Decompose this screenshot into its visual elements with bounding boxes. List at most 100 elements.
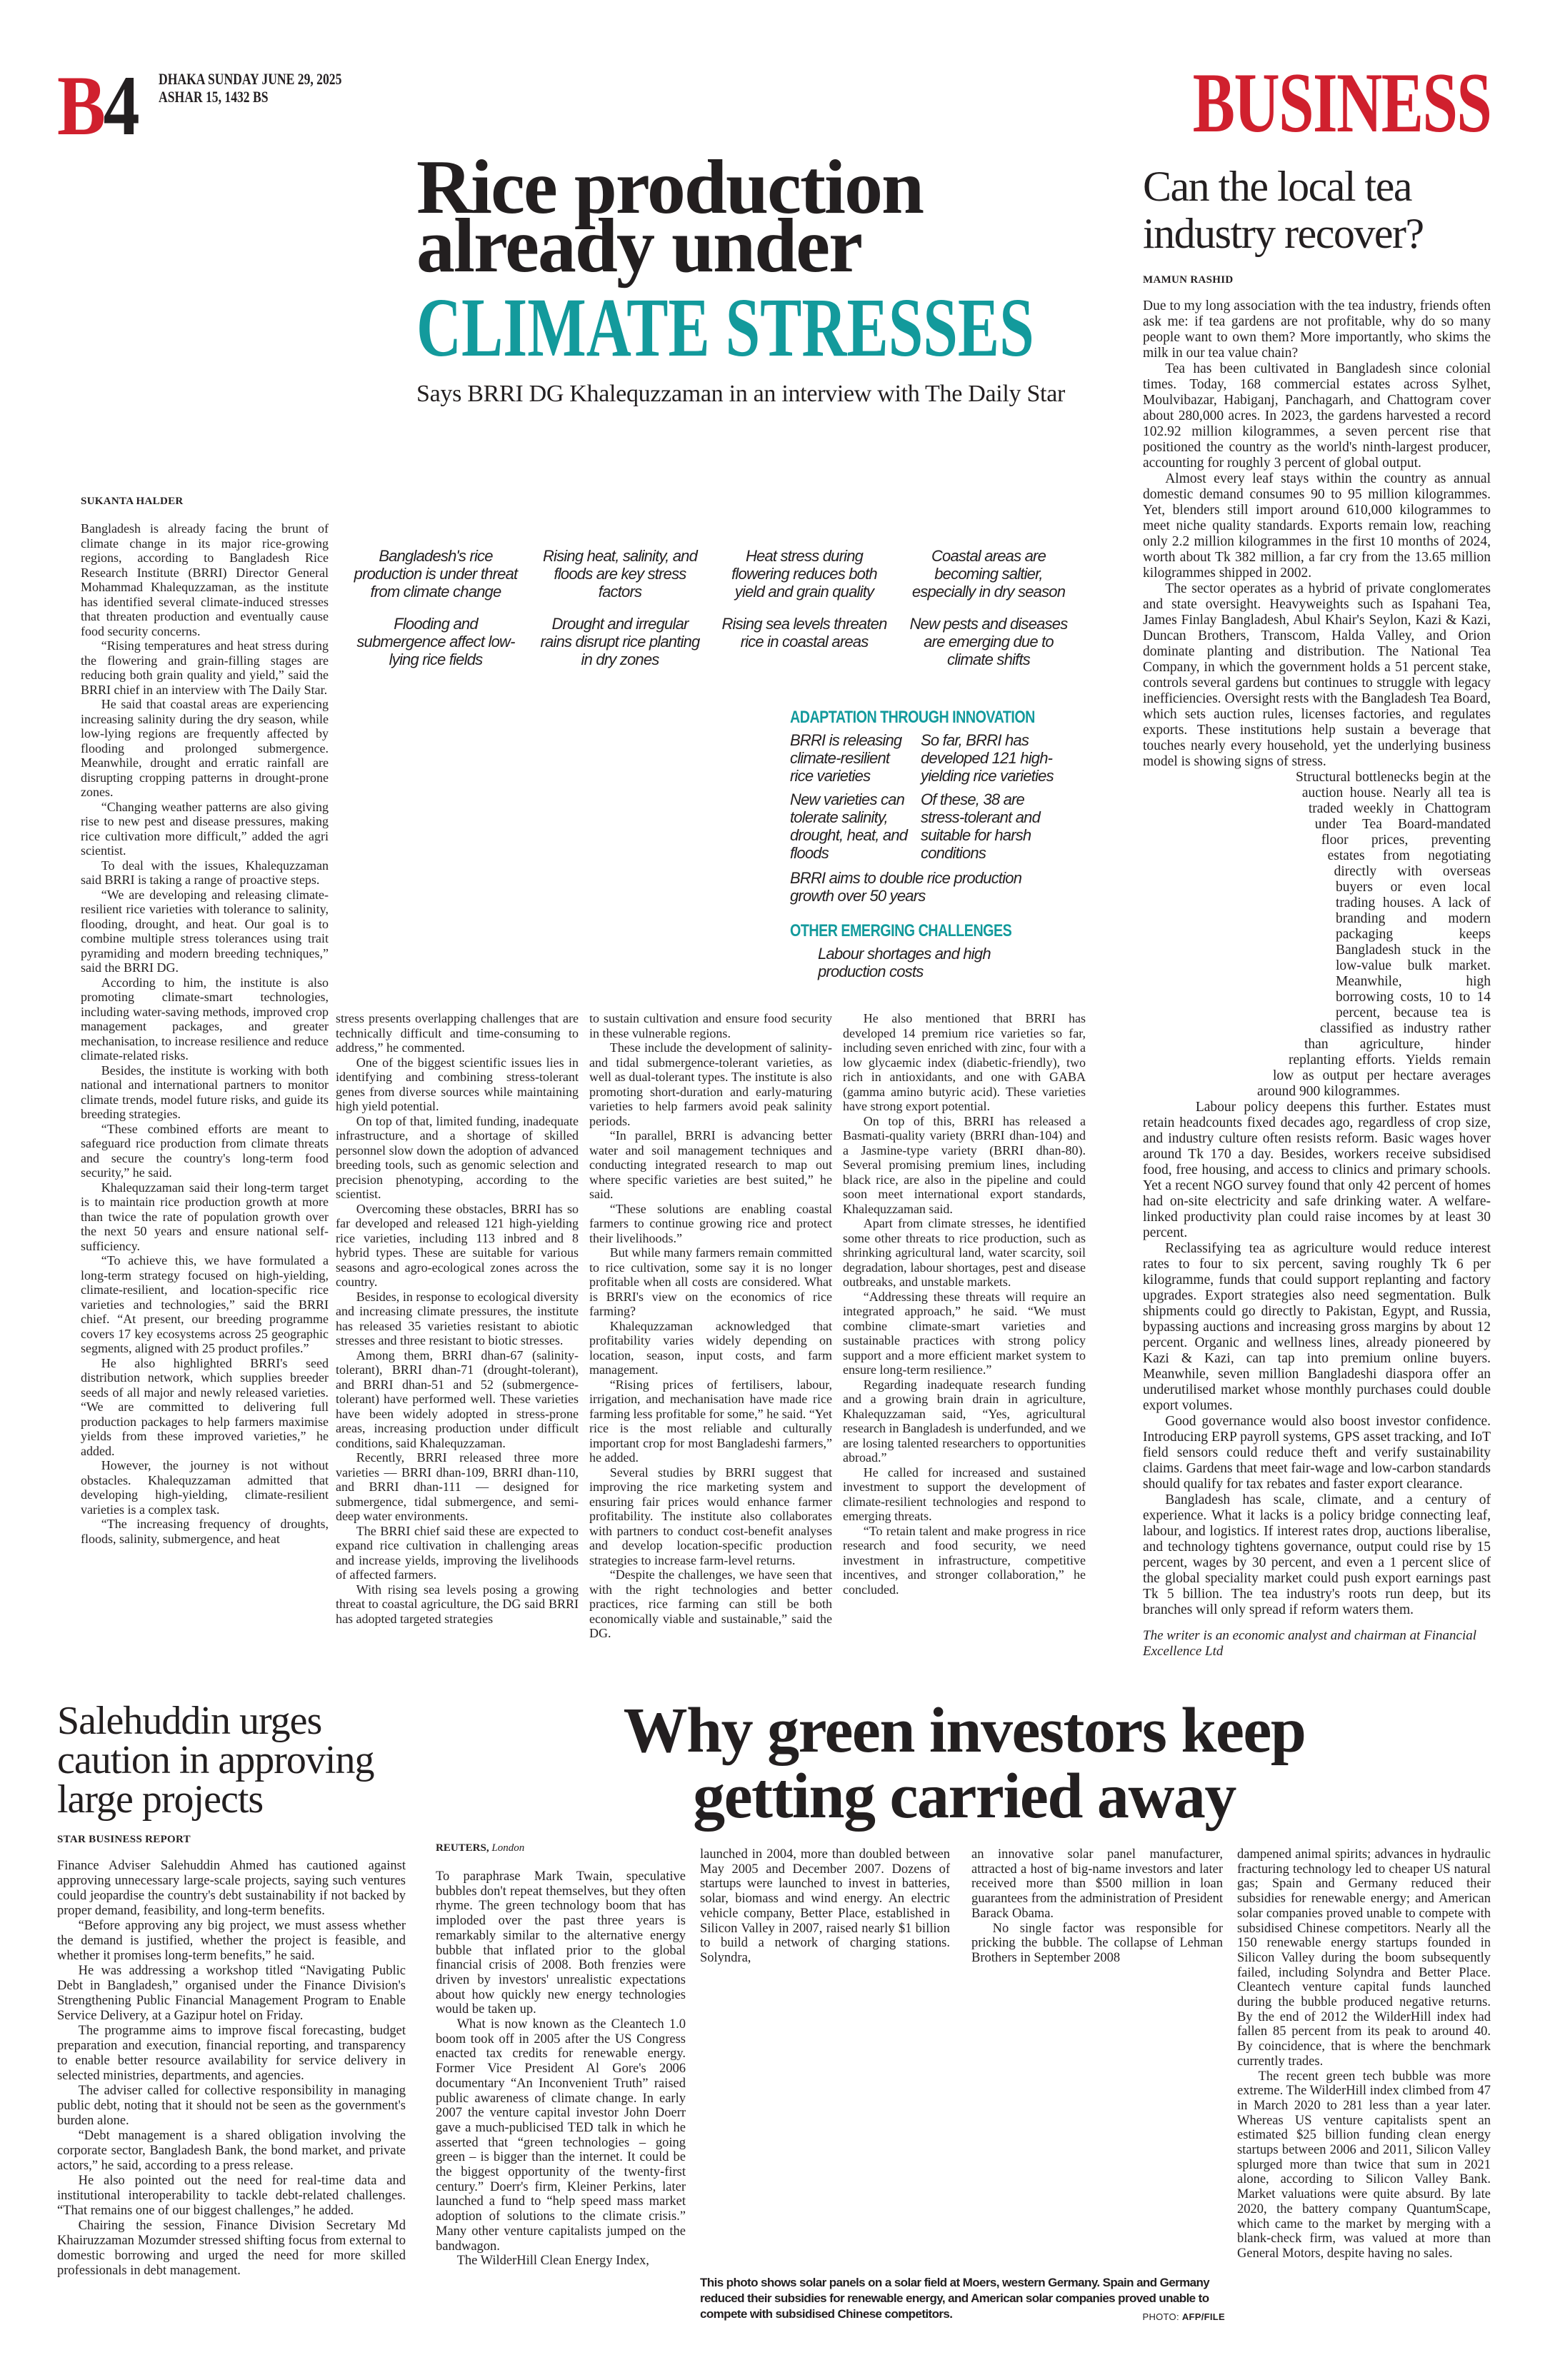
dateline: DHAKA SUNDAY JUNE 29, 2025 ASHAR 15, 143… bbox=[159, 70, 341, 106]
section-title: BUSINESS bbox=[1192, 55, 1491, 150]
paragraph: What is now known as the Cleantech 1.0 b… bbox=[436, 2017, 686, 2254]
paragraph: The WilderHill Clean Energy Index, bbox=[456, 2254, 649, 2269]
paragraph: One of the biggest scientific issues lie… bbox=[336, 1055, 579, 1114]
rice-column-4: He also mentioned that BRRI has develope… bbox=[843, 1011, 1086, 1597]
byline-agency: REUTERS, bbox=[436, 1842, 489, 1854]
paragraph: Several studies by BRRI suggest that imp… bbox=[589, 1465, 832, 1567]
paragraph: He said that coastal areas are experienc… bbox=[81, 697, 329, 799]
paragraph: Overcoming these obstacles, BRRI has so … bbox=[336, 1201, 579, 1290]
paragraph: The sector operates as a hybrid of priva… bbox=[1143, 581, 1491, 769]
stress-fact: Rising sea levels threaten rice in coast… bbox=[721, 615, 887, 651]
paragraph: The recent green tech bubble was more ex… bbox=[1237, 2069, 1491, 2261]
paragraph: Bangladesh is already facing the brunt o… bbox=[81, 521, 329, 638]
paragraph: With rising sea levels posing a growing … bbox=[336, 1582, 579, 1626]
paragraph: “Rising temperatures and heat stress dur… bbox=[81, 638, 329, 697]
stress-fact: Heat stress during flowering reduces bot… bbox=[731, 547, 878, 601]
stress-fact: Coastal areas are becoming saltier, espe… bbox=[911, 547, 1066, 601]
page-number: B4 bbox=[57, 63, 140, 149]
paragraph: “Before approving any big project, we mu… bbox=[57, 1919, 406, 1963]
byline-place: London bbox=[491, 1842, 525, 1854]
writer-note: The writer is an economic analyst and ch… bbox=[1143, 1628, 1477, 1659]
paragraph: “We are developing and releasing climate… bbox=[81, 887, 329, 975]
paragraph: Recently, BRRI released three more varie… bbox=[336, 1450, 579, 1523]
adaptation-fact: Of these, 38 are stress-tolerant and sui… bbox=[921, 790, 1041, 862]
paragraph: But while many farmers remain committed … bbox=[589, 1245, 832, 1318]
paragraph: dampened animal spirits; advances in hyd… bbox=[1237, 1847, 1491, 2069]
stress-fact: Rising heat, salinity, and floods are ke… bbox=[542, 547, 698, 601]
paragraph: “Debt management is a shared obligation … bbox=[57, 2129, 406, 2173]
photo-credit: PHOTO: AFP/FILE bbox=[1142, 2309, 1225, 2325]
paragraph: According to him, the institute is also … bbox=[81, 975, 329, 1063]
tea-body-top: Due to my long association with the tea … bbox=[1143, 298, 1491, 770]
paragraph: “To retain talent and make progress in r… bbox=[843, 1523, 1086, 1597]
adaptation-heading: ADAPTATION THROUGH INNOVATION bbox=[790, 708, 1035, 727]
salehuddin-headline: Salehuddin urges caution in approving la… bbox=[57, 1699, 374, 1822]
salehuddin-body: Finance Adviser Salehuddin Ahmed has cau… bbox=[57, 1859, 406, 2279]
paragraph: “These solutions are enabling coastal fa… bbox=[589, 1201, 832, 1245]
paragraph: On top of this, BRRI has released a Basm… bbox=[843, 1113, 1086, 1216]
credit-label: PHOTO: bbox=[1142, 2311, 1179, 2322]
paragraph: “In parallel, BRRI is advancing better w… bbox=[589, 1128, 832, 1201]
paragraph: “To achieve this, we have formulated a l… bbox=[81, 1253, 329, 1355]
photo-caption: This photo shows solar panels on a solar… bbox=[700, 2275, 1225, 2325]
paragraph: These include the development of salinit… bbox=[589, 1040, 832, 1128]
green-column-1: To paraphrase Mark Twain, speculative bu… bbox=[436, 1869, 686, 2269]
paragraph: Besides, in response to ecological diver… bbox=[336, 1289, 579, 1348]
headline-line: Rice production bbox=[416, 145, 924, 230]
paragraph: Reclassifying tea as agriculture would r… bbox=[1143, 1241, 1491, 1413]
tea-byline: MAMUN RASHID bbox=[1143, 274, 1234, 286]
adaptation-fact: BRRI is releasing climate-resilient rice… bbox=[790, 731, 902, 785]
adaptation-grid: BRRI is releasing climate-resilient rice… bbox=[790, 731, 1076, 862]
adaptation-fact: So far, BRRI has developed 121 high-yiel… bbox=[921, 731, 1054, 785]
paragraph: Good governance would also boost investo… bbox=[1143, 1414, 1491, 1492]
paragraph: He also highlighted BRRI's seed distribu… bbox=[81, 1355, 329, 1458]
challenge-fact: Labour shortages and high production cos… bbox=[818, 945, 991, 980]
paragraph: “Rising prices of fertilisers, labour, i… bbox=[589, 1377, 832, 1465]
paragraph: Finance Adviser Salehuddin Ahmed has cau… bbox=[57, 1859, 406, 1918]
headline-highlight: CLIMATE STRESSES bbox=[416, 281, 1034, 374]
paragraph: “The increasing frequency of droughts, f… bbox=[81, 1517, 329, 1546]
stress-fact: Drought and irregular rains disrupt rice… bbox=[540, 615, 701, 668]
paragraph: an innovative solar panel manufacturer, … bbox=[971, 1847, 1223, 1921]
stress-fact: New pests and diseases are emerging due … bbox=[909, 615, 1069, 668]
paragraph: To deal with the issues, Khalequzzaman s… bbox=[81, 858, 329, 888]
solar-field-photo bbox=[700, 1971, 1223, 2264]
stress-fact: Flooding and submergence affect low-lyin… bbox=[356, 615, 515, 668]
paragraph: Bangladesh has scale, climate, and a cen… bbox=[1143, 1492, 1491, 1617]
adaptation-fact: New varieties can tolerate salinity, dro… bbox=[790, 790, 908, 862]
paragraph: On top of that, limited funding, inadequ… bbox=[336, 1113, 579, 1202]
rice-column-3: to sustain cultivation and ensure food s… bbox=[589, 1011, 832, 1641]
date-gregorian: DHAKA SUNDAY JUNE 29, 2025 bbox=[159, 70, 342, 88]
paragraph: Chairing the session, Finance Division S… bbox=[57, 2219, 406, 2278]
paragraph: launched in 2004, more than doubled betw… bbox=[700, 1847, 950, 1965]
date-bangla: ASHAR 15, 1432 BS bbox=[159, 88, 269, 106]
challenges-heading: OTHER EMERGING CHALLENGES bbox=[790, 921, 1012, 940]
salehuddin-byline: STAR BUSINESS REPORT bbox=[57, 1834, 191, 1845]
headline-line: getting carried away bbox=[693, 1761, 1236, 1832]
rice-infographic-adaptation: ADAPTATION THROUGH INNOVATION BRRI is re… bbox=[790, 707, 1076, 980]
tea-body-bottom: Structural bottlenecks begin at the auct… bbox=[1143, 770, 1491, 1618]
paragraph: He also pointed out the need for real-ti… bbox=[57, 2174, 406, 2218]
paragraph: No single factor was responsible for pri… bbox=[971, 1921, 1223, 1965]
paragraph: To paraphrase Mark Twain, speculative bu… bbox=[436, 1869, 686, 2017]
stress-fact: Bangladesh's rice production is under th… bbox=[354, 547, 519, 601]
paragraph: Tea has been cultivated in Bangladesh si… bbox=[1143, 361, 1491, 471]
paragraph: Structural bottlenecks begin at the auct… bbox=[1257, 770, 1491, 1099]
paragraph: “These combined efforts are meant to saf… bbox=[81, 1121, 329, 1180]
credit-source: AFP/FILE bbox=[1181, 2311, 1225, 2322]
green-column-4: dampened animal spirits; advances in hyd… bbox=[1237, 1847, 1491, 2261]
rice-infographic-stresses: Bangladesh's rice production is under th… bbox=[350, 547, 1086, 668]
headline-line: already under bbox=[416, 204, 863, 288]
paragraph: Labour policy deepens this further. Esta… bbox=[1143, 1100, 1491, 1240]
paragraph: Apart from climate stresses, he identifi… bbox=[843, 1216, 1086, 1289]
paragraph: Almost every leaf stays within the count… bbox=[1143, 471, 1491, 581]
paragraph: Khalequzzaman acknowledged that profitab… bbox=[589, 1318, 832, 1377]
green-column-2: launched in 2004, more than doubled betw… bbox=[700, 1847, 950, 1966]
paragraph: He also mentioned that BRRI has develope… bbox=[843, 1011, 1086, 1113]
paragraph: He was addressing a workshop titled “Nav… bbox=[57, 1964, 406, 2023]
paragraph: He called for increased and sustained in… bbox=[843, 1465, 1086, 1524]
tea-headline: Can the local tea industry recover? bbox=[1143, 163, 1424, 257]
adaptation-fact: BRRI aims to double rice production grow… bbox=[790, 869, 1022, 905]
paragraph: to sustain cultivation and ensure food s… bbox=[589, 1011, 832, 1040]
green-column-3: an innovative solar panel manufacturer, … bbox=[971, 1847, 1223, 1966]
